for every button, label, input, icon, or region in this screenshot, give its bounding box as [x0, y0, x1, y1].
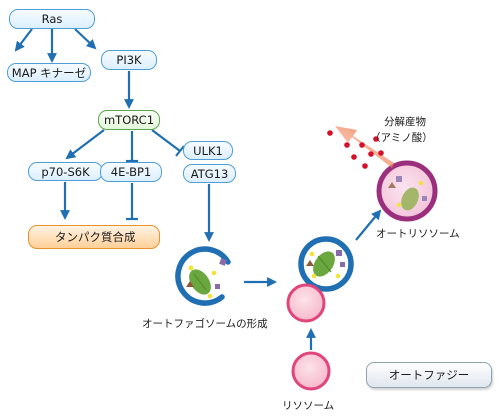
- autophagy-label-box: オートファジー: [366, 362, 492, 388]
- 4ebp1-node: 4E-BP1: [100, 162, 162, 182]
- amino-acid-dot: [327, 130, 333, 136]
- autolysosome-body: [376, 160, 438, 222]
- autolysosome-label: オートリソソーム: [376, 228, 460, 240]
- autophagosome-formation-label: オートファゴソームの形成: [142, 318, 268, 330]
- ras-node: Ras: [9, 9, 95, 29]
- arrow-icon: [355, 209, 382, 241]
- map-kinase-node: MAP キナーゼ: [7, 63, 91, 82]
- ulk1-node: ULK1: [183, 141, 233, 160]
- arrow-icon: [65, 129, 105, 160]
- degradation-product-label: 分解産物: [384, 116, 426, 128]
- forming-autophagosome: [175, 246, 231, 306]
- pi3k-node: PI3K: [101, 50, 157, 70]
- atg13-node: ATG13: [183, 164, 236, 183]
- p70s6k-node: p70-S6K: [28, 162, 103, 181]
- protein-synthesis-node: タンパク質合成: [28, 225, 160, 249]
- lysosome-label: リソソーム: [282, 400, 335, 412]
- cargo-particle-icon: [188, 265, 194, 271]
- inhibition-bar-icon: [151, 129, 181, 152]
- degradation-product-arrow: [327, 126, 394, 169]
- autophagosome: [298, 236, 354, 292]
- arrow-icon: [14, 28, 33, 52]
- lysosome-fusing: [286, 283, 326, 323]
- amino-acid-label: （アミノ酸）: [370, 132, 433, 144]
- arrow-icon: [74, 28, 97, 50]
- mtorc1-node: mTORC1: [98, 110, 160, 130]
- lysosome: [291, 351, 331, 391]
